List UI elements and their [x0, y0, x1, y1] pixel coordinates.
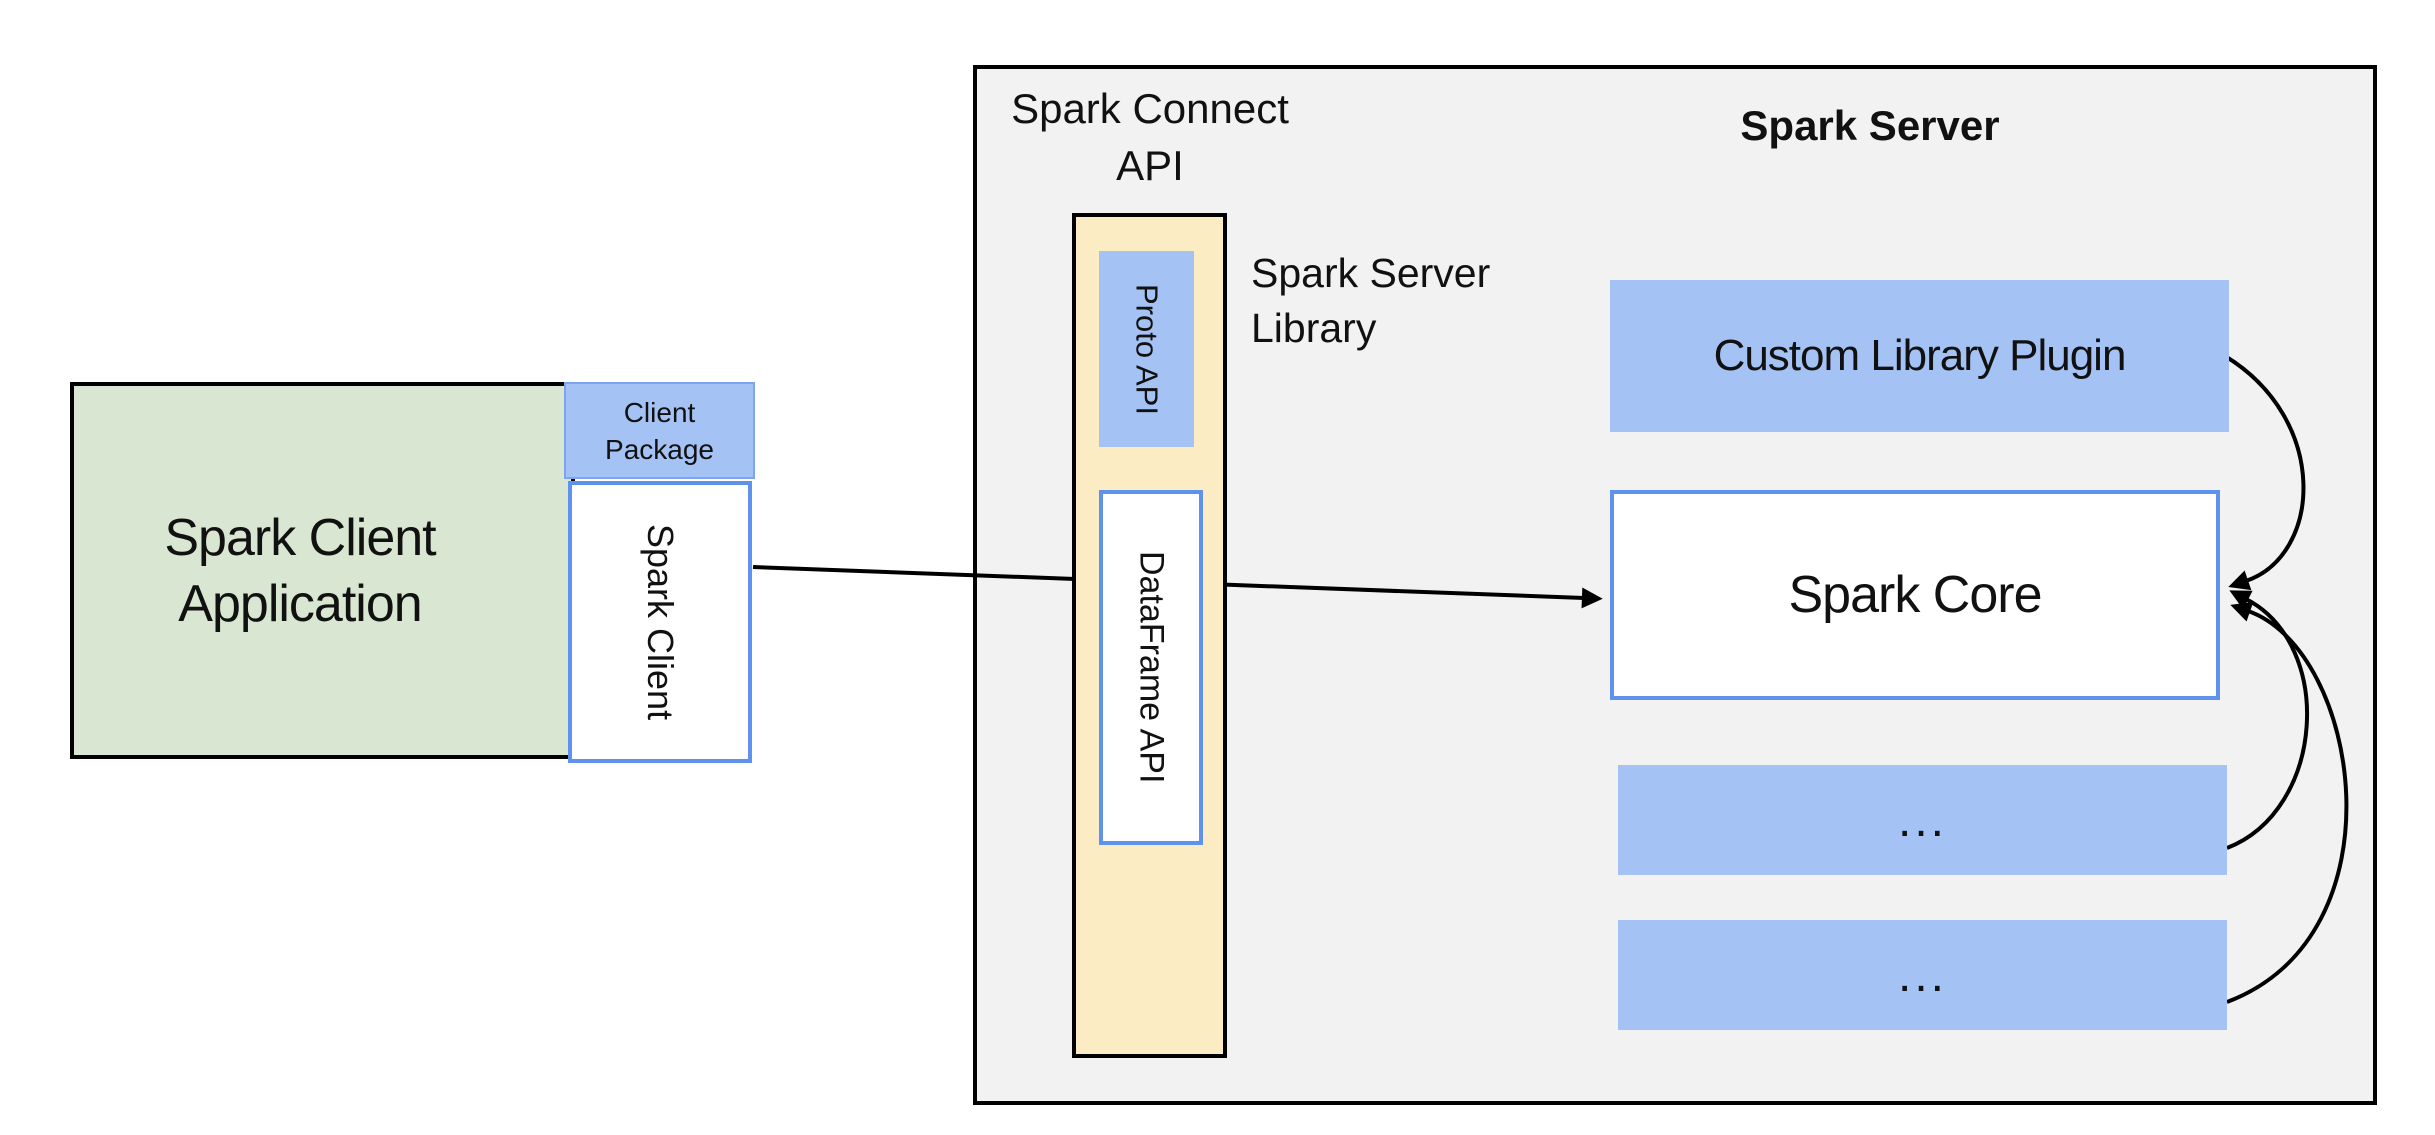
dataframe-api-box: DataFrame API: [1099, 490, 1203, 845]
plugin-slot-1-box: ...: [1618, 765, 2227, 875]
spark-core-box: Spark Core: [1610, 490, 2220, 700]
spark-client-label: Spark Client: [640, 523, 681, 721]
dataframe-api-label: DataFrame API: [1132, 551, 1171, 784]
proto-api-label: Proto API: [1129, 283, 1165, 415]
client-package-box: Client Package: [564, 382, 755, 479]
spark-client-application-label: Spark Client Application: [164, 508, 436, 633]
spark-server-title: Spark Server: [1740, 102, 2000, 149]
custom-library-plugin-box: Custom Library Plugin: [1610, 280, 2229, 432]
spark-client-box: Spark Client: [568, 481, 752, 763]
spark-server-library-label: Spark Server Library: [1251, 250, 1491, 351]
proto-api-box: Proto API: [1099, 251, 1194, 447]
plugin-slot-2-box: ...: [1618, 920, 2227, 1030]
spark-client-application-box: [70, 382, 575, 759]
spark-connect-api-label: Spark Connect API: [1011, 85, 1289, 189]
